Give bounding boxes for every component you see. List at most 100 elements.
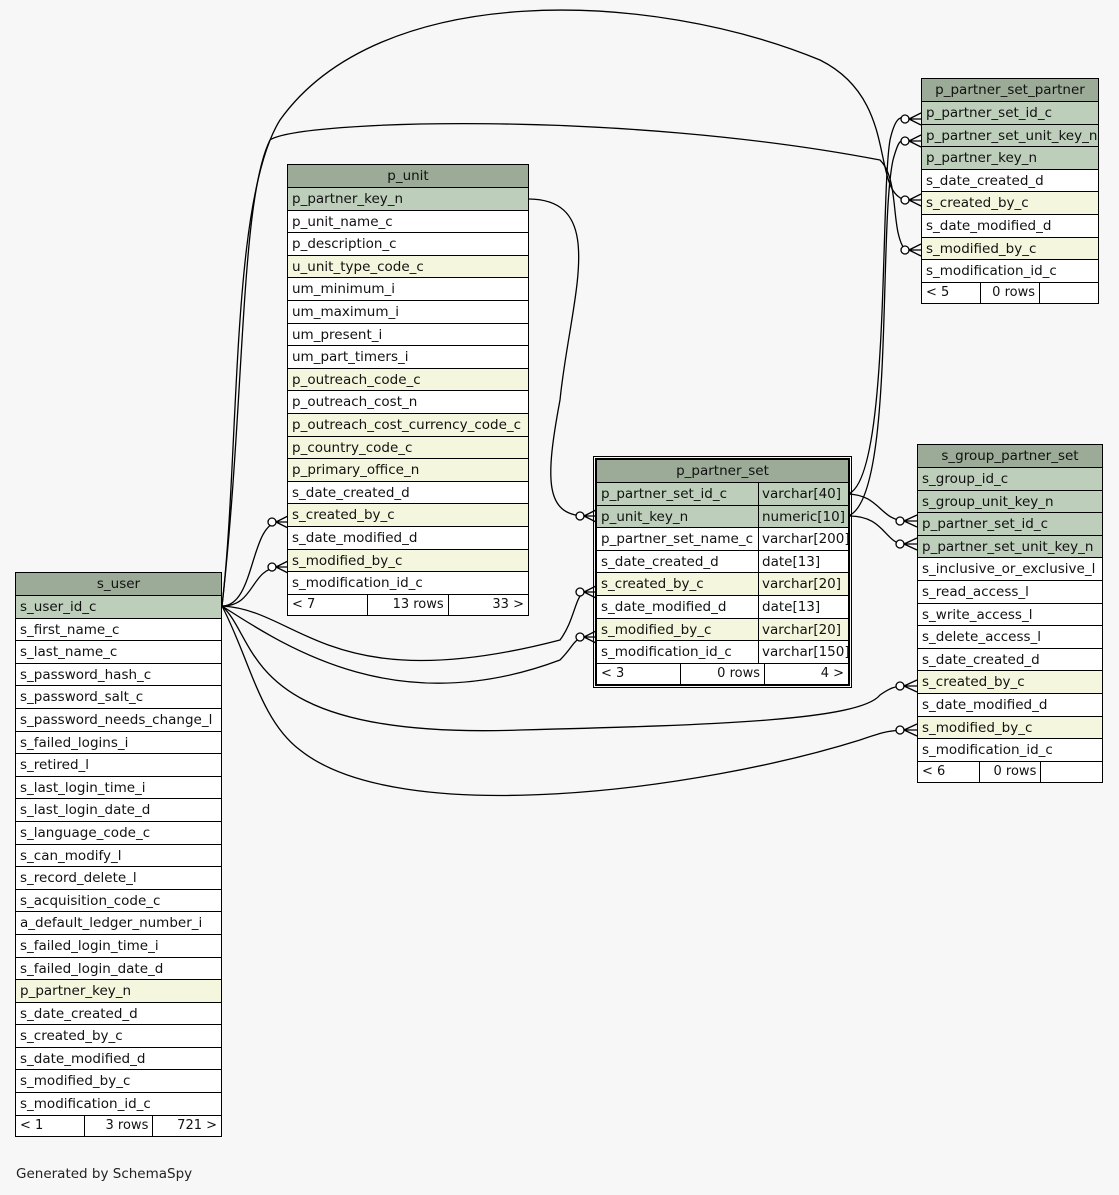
- column-row[interactable]: s_created_by_c: [918, 671, 1102, 694]
- column-row[interactable]: s_modification_id_c: [918, 739, 1102, 762]
- column-row[interactable]: s_password_salt_c: [16, 686, 221, 709]
- column-row[interactable]: p_partner_key_n: [16, 980, 221, 1003]
- column-row[interactable]: p_outreach_cost_n: [288, 391, 528, 414]
- column-name: s_last_login_time_i: [20, 779, 146, 796]
- column-row[interactable]: s_can_modify_l: [16, 844, 221, 868]
- column-row[interactable]: s_modified_by_c: [922, 237, 1098, 261]
- edge-set-gps-id: [847, 493, 906, 522]
- column-row[interactable]: s_write_access_l: [918, 603, 1102, 627]
- column-row[interactable]: p_outreach_code_c: [288, 368, 528, 392]
- column-row[interactable]: s_date_created_d: [918, 648, 1102, 672]
- column-row[interactable]: s_modification_id_c: [16, 1093, 221, 1116]
- column-row[interactable]: s_modified_by_c: [288, 549, 528, 573]
- column-row[interactable]: a_default_ledger_number_i: [16, 912, 221, 935]
- column-row[interactable]: s_date_created_d: [922, 169, 1098, 193]
- column-name: p_unit_key_n: [601, 508, 689, 525]
- column-row[interactable]: s_last_name_c: [16, 641, 221, 664]
- column-row[interactable]: s_user_id_c: [16, 596, 221, 619]
- row-count: 0 rows: [681, 663, 765, 684]
- column-row[interactable]: s_acquisition_code_c: [16, 889, 221, 913]
- column-name: p_partner_key_n: [926, 150, 1038, 167]
- column-row[interactable]: s_delete_access_l: [918, 626, 1102, 649]
- column-row[interactable]: s_password_hash_c: [16, 663, 221, 687]
- column-row[interactable]: um_minimum_i: [288, 278, 528, 301]
- column-row[interactable]: s_date_modified_d: [918, 693, 1102, 717]
- column-row[interactable]: p_partner_key_n: [288, 188, 528, 211]
- column-row[interactable]: s_password_needs_change_l: [16, 708, 221, 732]
- edge-end-circle: [900, 136, 910, 146]
- column-name: s_write_access_l: [922, 606, 1033, 623]
- column-row[interactable]: um_present_i: [288, 323, 528, 347]
- column-row[interactable]: s_date_created_d: [288, 481, 528, 505]
- column-row[interactable]: um_part_timers_i: [288, 346, 528, 369]
- edge-end-circle: [895, 725, 905, 735]
- column-row[interactable]: s_last_login_date_d: [16, 799, 221, 822]
- column-row[interactable]: p_primary_office_n: [288, 459, 528, 482]
- crow-foot: [903, 537, 918, 551]
- column-row[interactable]: p_description_c: [288, 233, 528, 256]
- column-row[interactable]: s_modified_by_c: [918, 716, 1102, 740]
- column-row[interactable]: s_language_code_c: [16, 821, 221, 845]
- column-row[interactable]: s_date_created_d: [16, 1002, 221, 1026]
- column-name: s_created_by_c: [926, 195, 1029, 212]
- column-row[interactable]: s_date_modified_d: [288, 526, 528, 550]
- column-name: s_can_modify_l: [20, 847, 122, 864]
- column-row[interactable]: p_unit_name_c: [288, 210, 528, 234]
- column-name: p_partner_set_name_c: [601, 531, 754, 548]
- column-name: um_maximum_i: [292, 303, 399, 320]
- column-row[interactable]: s_failed_logins_i: [16, 731, 221, 755]
- edge-end-circle: [575, 511, 585, 521]
- column-row[interactable]: s_date_modified_d: [922, 214, 1098, 238]
- edge-user-unit-created: [221, 521, 279, 607]
- row-count: 13 rows: [368, 594, 449, 615]
- column-name: s_inclusive_or_exclusive_l: [922, 561, 1096, 578]
- column-row[interactable]: um_maximum_i: [288, 300, 528, 324]
- column-row[interactable]: s_date_modified_d: [16, 1047, 221, 1071]
- column-row[interactable]: p_partner_set_id_c: [922, 102, 1098, 125]
- column-row[interactable]: s_created_by_c: [16, 1025, 221, 1048]
- crow-foot: [903, 514, 918, 528]
- column-row[interactable]: s_retired_l: [16, 754, 221, 777]
- column-row[interactable]: s_last_login_time_i: [16, 776, 221, 800]
- column-row[interactable]: u_unit_type_code_c: [288, 255, 528, 279]
- column-type: date[13]: [758, 595, 848, 618]
- column-row[interactable]: s_modification_id_c: [288, 572, 528, 595]
- column-row[interactable]: p_partner_set_unit_key_n: [918, 535, 1102, 559]
- column-row[interactable]: s_modified_by_c: [16, 1070, 221, 1094]
- column-row[interactable]: p_partner_set_unit_key_n: [922, 124, 1098, 148]
- column-row[interactable]: s_modification_id_c: [922, 260, 1098, 283]
- column-row[interactable]: s_group_unit_key_n: [918, 490, 1102, 514]
- column-name: p_description_c: [292, 236, 397, 253]
- column-row[interactable]: s_created_by_c: [288, 504, 528, 527]
- column-row[interactable]: p_partner_set_id_c: [918, 513, 1102, 536]
- column-name: s_password_salt_c: [20, 689, 144, 706]
- column-row[interactable]: p_country_code_c: [288, 436, 528, 460]
- column-row[interactable]: s_group_id_c: [918, 468, 1102, 491]
- column-row[interactable]: s_first_name_c: [16, 618, 221, 642]
- column-name: s_modified_by_c: [926, 240, 1037, 257]
- column-row[interactable]: s_failed_login_date_d: [16, 957, 221, 981]
- edge-end-circle: [895, 539, 905, 549]
- column-row[interactable]: s_read_access_l: [918, 580, 1102, 604]
- column-row[interactable]: p_outreach_cost_currency_code_c: [288, 413, 528, 437]
- column-row[interactable]: s_inclusive_or_exclusive_l: [918, 558, 1102, 581]
- table-header: p_partner_set_partner: [922, 79, 1098, 102]
- column-row[interactable]: p_partner_key_n: [922, 147, 1098, 170]
- column-row[interactable]: s_record_delete_l: [16, 867, 221, 890]
- column-row[interactable]: s_failed_login_time_i: [16, 934, 221, 958]
- column-name: s_date_created_d: [20, 1005, 138, 1022]
- column-row[interactable]: s_created_by_c: [922, 192, 1098, 215]
